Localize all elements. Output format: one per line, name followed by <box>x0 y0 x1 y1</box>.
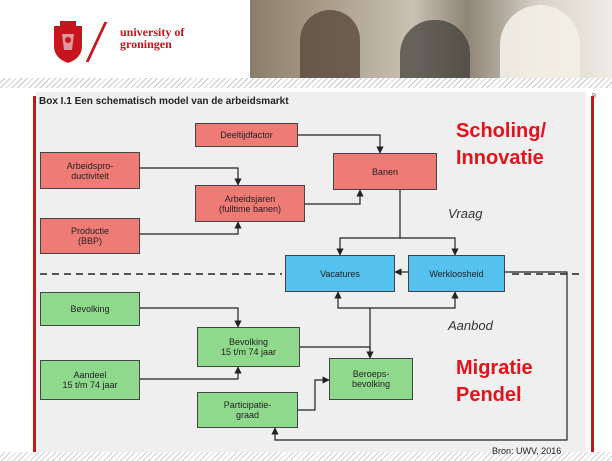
arrow-banen-werkloosheid <box>400 237 459 256</box>
box-werkloosheid: Werkloosheid <box>408 255 505 292</box>
diagram-title: Box I.1 Een schematisch model van de arb… <box>39 96 289 107</box>
annotation-scholing-innovatie: Scholing/ Innovatie <box>456 120 546 169</box>
label-vraag: Vraag <box>448 206 483 221</box>
header-divider <box>0 78 612 88</box>
source-citation: Bron: UWV, 2016 <box>492 446 562 456</box>
university-logo-text: university of groningen <box>120 25 185 51</box>
footer-divider <box>0 452 612 461</box>
arrow-beroeps-werkloosheid <box>370 291 459 309</box>
arrow-productie-arbeidsjaren <box>140 221 242 235</box>
students-photo <box>250 0 612 88</box>
arrow-deeltijdfactor-banen <box>298 134 384 154</box>
slide-header: university of groningen <box>0 0 612 88</box>
arrow-beroeps-vacatures <box>334 291 371 356</box>
box-vacatures: Vacatures <box>285 255 395 292</box>
label-aanbod: Aanbod <box>448 318 493 333</box>
box-participatiegraad: Participatie- graad <box>197 392 298 428</box>
arrow-bevolking1574-beroeps <box>300 346 374 359</box>
arrow-banen-vacatures <box>336 190 401 256</box>
person-silhouette <box>300 10 360 88</box>
box-bevolking-15-74: Bevolking 15 t/m 74 jaar <box>197 327 300 367</box>
box-productie: Productie (BBP) <box>40 218 140 254</box>
right-red-bar <box>591 96 594 452</box>
person-silhouette <box>500 5 580 88</box>
annotation-migratie-pendel: Migratie Pendel <box>456 357 533 406</box>
box-arbeidsproductiviteit: Arbeidspro- ductiviteit <box>40 152 140 189</box>
box-arbeidsjaren: Arbeidsjaren (fulltime banen) <box>195 185 305 222</box>
arrow-productiviteit-arbeidsjaren <box>140 167 242 186</box>
arrow-arbeidsjaren-banen <box>305 189 364 205</box>
box-banen: Banen <box>333 153 437 190</box>
box-bevolking: Bevolking <box>40 292 140 326</box>
box-aandeel: Aandeel 15 t/m 74 jaar <box>40 360 140 400</box>
person-silhouette <box>400 20 470 88</box>
arrow-participatie-beroeps <box>298 376 330 411</box>
box-beroepsbevolking: Beroeps- bevolking <box>329 358 413 400</box>
arrow-werkloosheid-participatie <box>271 271 568 441</box>
arrow-aandeel-bevolking1574 <box>140 366 242 380</box>
university-crest-icon <box>54 21 82 63</box>
left-red-bar <box>33 96 36 452</box>
box-deeltijdfactor: Deeltijdfactor <box>195 123 298 147</box>
arrow-bevolking-bevolking1574 <box>140 307 242 328</box>
